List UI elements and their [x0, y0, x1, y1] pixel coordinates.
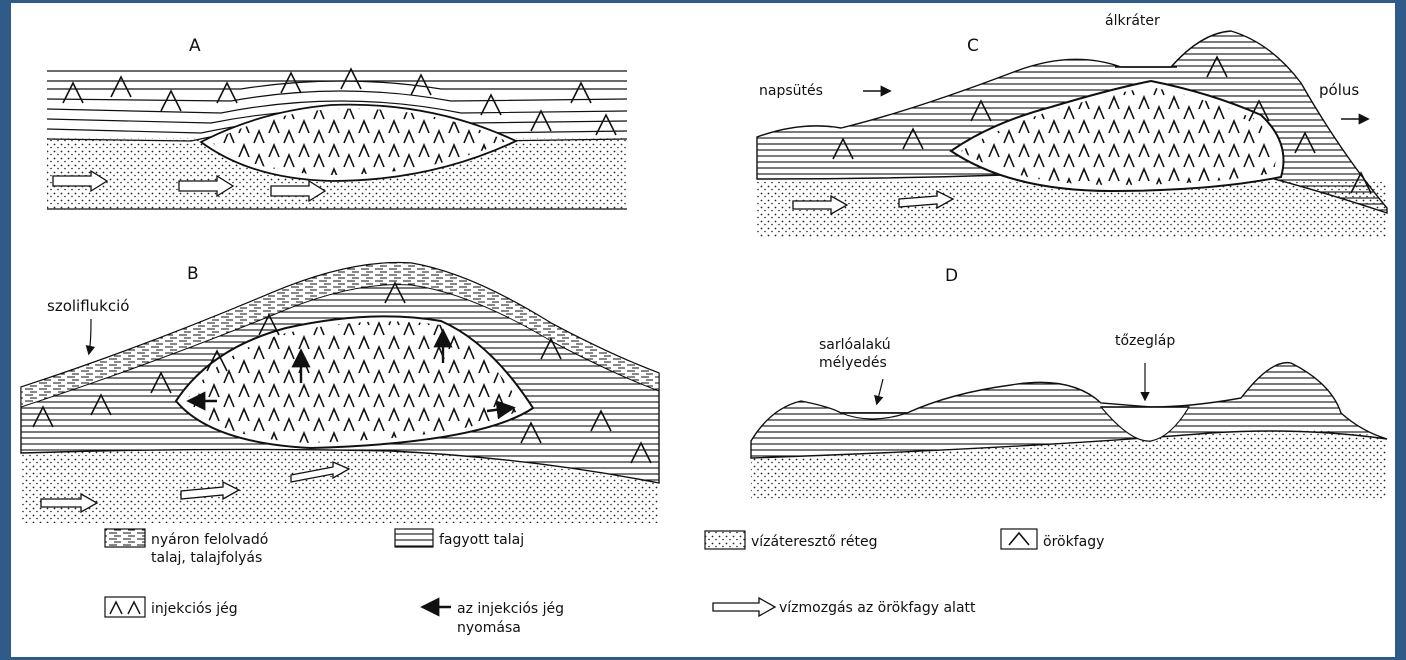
panel-d-depression-label-2: mélyedés — [819, 355, 887, 371]
legend-aquifer-label: vízáteresztő réteg — [751, 534, 877, 550]
panel-c-sun-label: napsütés — [759, 83, 823, 99]
legend-frozen: fagyott talaj — [395, 529, 524, 548]
panel-b-solifluction-label: szoliflukció — [47, 297, 129, 315]
panel-b: B szoliflukció — [21, 263, 659, 523]
panel-a-letter: A — [189, 36, 201, 56]
legend-aquifer-swatch — [705, 531, 745, 549]
legend-pressure: az injekciós jég nyomása — [425, 601, 564, 636]
legend-frozen-label: fagyott talaj — [439, 532, 524, 548]
legend-pressure-label-1: az injekciós jég — [457, 601, 564, 617]
panel-c-crater-label: álkráter — [1105, 13, 1160, 29]
pingo-diagram: A — [11, 3, 1395, 657]
panel-a: A — [47, 36, 627, 210]
panel-c-pole-label: pólus — [1319, 81, 1359, 99]
diagram-sheet: A — [11, 3, 1395, 657]
panel-c: C álkráter napsütés pólus — [757, 13, 1387, 237]
legend-permafrost: örökfagy — [1001, 529, 1104, 550]
legend-aquifer: vízáteresztő réteg — [705, 531, 877, 550]
panel-c-letter: C — [967, 36, 979, 56]
legend-frozen-swatch — [395, 529, 433, 547]
legend-thaw-label-2: talaj, talajfolyás — [151, 550, 262, 566]
legend-injection-ice: injekciós jég — [105, 597, 238, 617]
legend-water-label: vízmozgás az örökfagy alatt — [779, 600, 976, 616]
legend-water-flow: vízmozgás az örökfagy alatt — [713, 598, 976, 616]
panel-d-depression-label-1: sarlóalakú — [819, 337, 891, 353]
legend-permafrost-label: örökfagy — [1043, 534, 1104, 550]
legend-ice-label: injekciós jég — [151, 601, 238, 617]
water-arrow-icon — [713, 598, 775, 616]
panel-b-letter: B — [187, 264, 199, 284]
panel-d-bog-label: tőzegláp — [1115, 333, 1175, 349]
legend-thaw: nyáron felolvadó talaj, talajfolyás — [105, 529, 268, 566]
legend-ice-swatch — [105, 597, 145, 617]
legend-thaw-swatch — [105, 529, 145, 547]
panel-d: D sarlóalakú mélyedés tőzegláp — [751, 266, 1387, 499]
panel-d-letter: D — [945, 266, 958, 286]
legend-pressure-label-2: nyomása — [457, 620, 521, 636]
legend-thaw-label-1: nyáron felolvadó — [151, 532, 268, 548]
legend: nyáron felolvadó talaj, talajfolyás fagy… — [105, 529, 1104, 636]
